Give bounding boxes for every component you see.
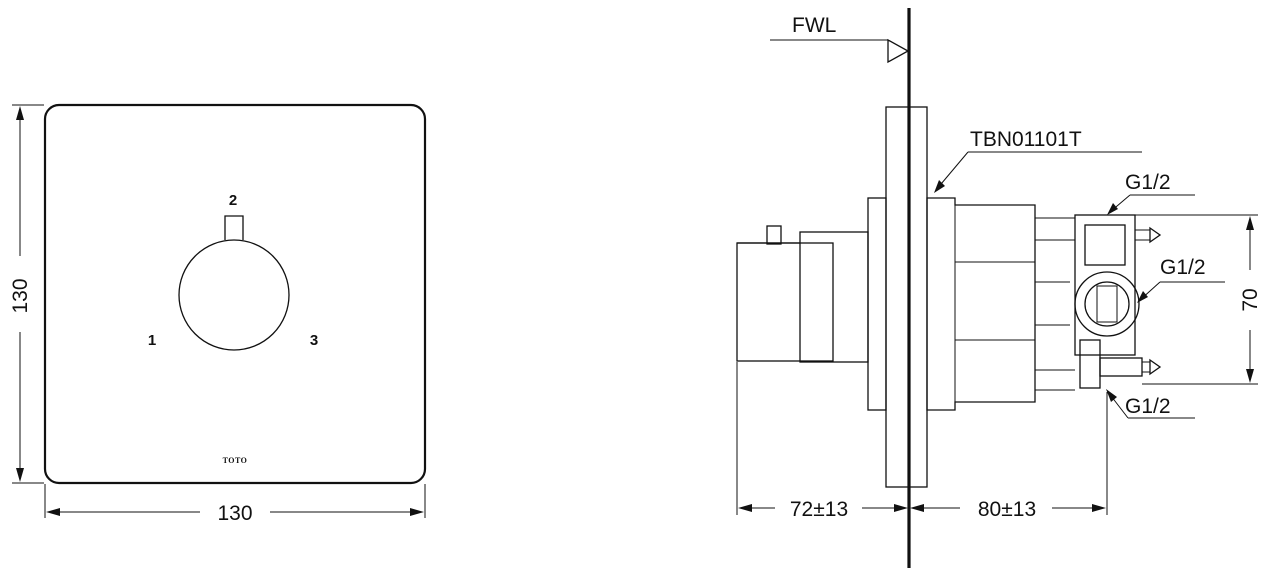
connection-leader-middle: G1/2 — [1137, 256, 1225, 303]
cover-plate — [43, 103, 427, 485]
connection-label-bottom: G1/2 — [1125, 395, 1171, 418]
position-label-2: 2 — [229, 192, 237, 209]
connection-leader-top: G1/2 — [1107, 171, 1195, 215]
width-dimension: 130 — [44, 484, 426, 525]
handle-profile — [736, 225, 869, 363]
brand-logo: TOTO — [223, 456, 248, 465]
back-depth-dimension: 80±13 — [910, 392, 1108, 521]
model-leader: TBN01101T — [934, 128, 1142, 193]
model-label: TBN01101T — [970, 128, 1082, 151]
fwl-label: FWL — [792, 14, 836, 37]
cover-plate-profile — [885, 106, 910, 488]
trim-collar — [867, 197, 887, 411]
spacing-label: 70 — [1239, 288, 1262, 311]
fwl-marker: FWL — [770, 14, 910, 64]
back-depth-label: 80±13 — [978, 498, 1036, 521]
front-depth-label: 72±13 — [790, 498, 848, 521]
wall-flange — [908, 106, 928, 488]
control-knob — [178, 239, 290, 351]
front-view: 2 1 3 TOTO 130 130 — [9, 103, 427, 525]
connection-label-top: G1/2 — [1125, 171, 1171, 194]
connection-label-middle: G1/2 — [1160, 256, 1206, 279]
width-label: 130 — [217, 502, 252, 525]
spacing-dimension: 70 — [1135, 214, 1262, 385]
connection-leader-bottom: G1/2 — [1106, 389, 1195, 419]
position-label-1: 1 — [148, 332, 156, 349]
height-label: 130 — [9, 278, 32, 313]
position-label-3: 3 — [310, 332, 318, 349]
side-view: FWL — [736, 8, 1262, 568]
front-depth-dimension: 72±13 — [736, 362, 908, 521]
height-dimension: 130 — [9, 104, 44, 484]
knob-indicator — [224, 215, 244, 240]
connection-block — [1074, 214, 1162, 389]
valve-body — [926, 197, 1075, 411]
